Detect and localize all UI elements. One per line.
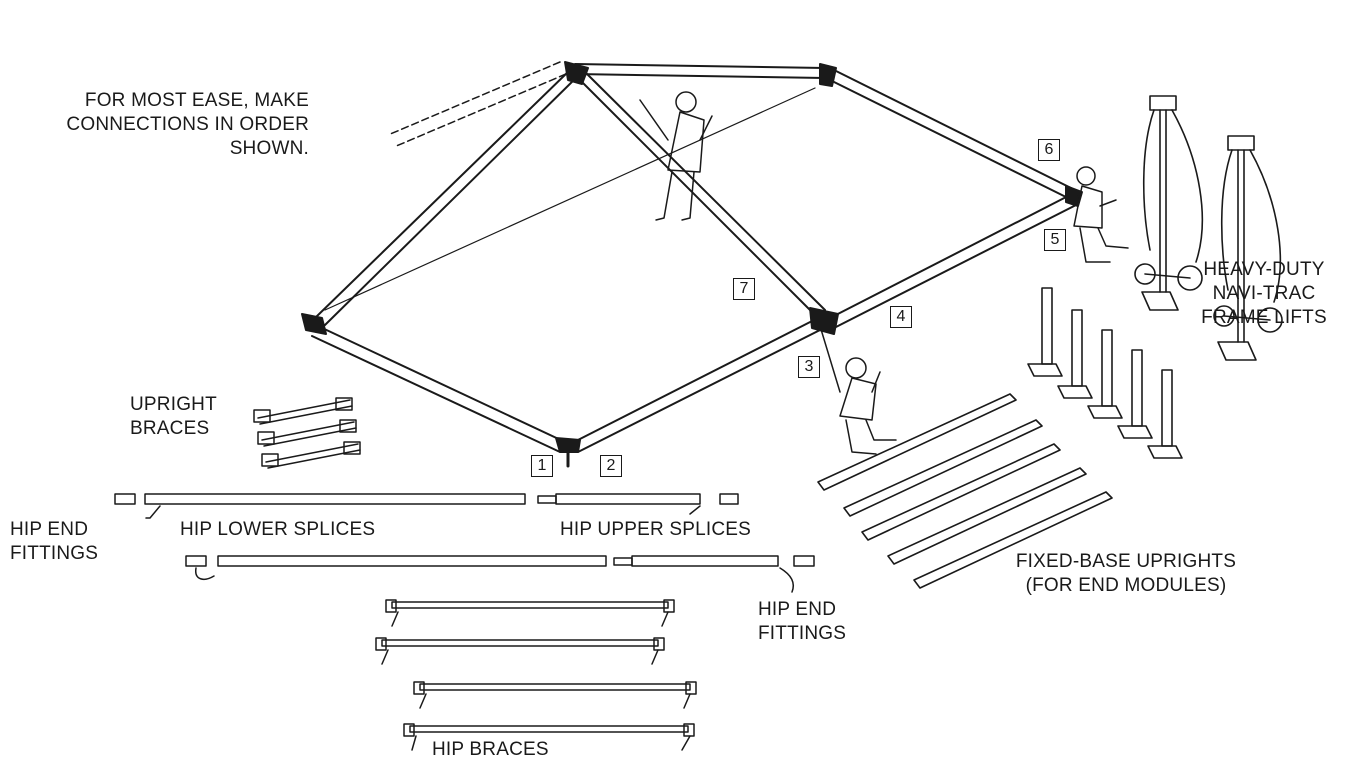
instruction-line: FOR MOST EASE, MAKE [84, 90, 309, 111]
label-frame-lifts: HEAVY-DUTY NAVI-TRAC FRAME LIFTS [1180, 258, 1348, 330]
hip-braces-parts [375, 599, 697, 751]
corner-fittings [301, 61, 1083, 468]
label-line: HIP END [758, 599, 837, 620]
frame-poles [311, 63, 1079, 453]
label-hip-end-fittings-right: HIP END FITTINGS [758, 598, 846, 646]
label-line: FRAME LIFTS [1201, 307, 1327, 328]
step-3: 3 [798, 356, 820, 378]
label-line: FITTINGS [10, 543, 99, 564]
label-line: FITTINGS [758, 623, 847, 644]
step-6: 6 [1038, 139, 1060, 161]
instruction-line: SHOWN. [229, 138, 309, 159]
label-line: HEAVY-DUTY [1203, 259, 1325, 280]
label-fixed-base-uprights: FIXED-BASE UPRIGHTS (FOR END MODULES) [984, 550, 1268, 598]
label-line: UPRIGHT [130, 394, 217, 415]
label-hip-lower-splices: HIP LOWER SPLICES [180, 519, 376, 540]
upright-tubes [817, 393, 1113, 589]
upright-posts [1027, 287, 1183, 459]
step-1: 1 [531, 455, 553, 477]
label-line: BRACES [130, 418, 210, 439]
step-5: 5 [1044, 229, 1066, 251]
instruction-text: FOR MOST EASE, MAKE CONNECTIONS IN ORDER… [66, 89, 309, 161]
frame-lifts [1134, 95, 1283, 361]
label-hip-upper-splices: HIP UPPER SPLICES [560, 519, 752, 540]
step-7: 7 [733, 278, 755, 300]
hip-splice-parts [114, 493, 815, 593]
label-upright-braces: UPRIGHT BRACES [130, 393, 217, 441]
upright-braces-parts [253, 397, 361, 469]
step-2: 2 [600, 455, 622, 477]
dashed-pole [387, 61, 567, 148]
instruction-line: CONNECTIONS IN ORDER [66, 114, 309, 135]
label-hip-braces: HIP BRACES [432, 739, 549, 760]
label-line: HIP END [10, 519, 89, 540]
label-hip-end-fittings-left: HIP END FITTINGS [10, 518, 98, 566]
guy-line [324, 87, 816, 311]
step-4: 4 [890, 306, 912, 328]
workers [639, 91, 1129, 455]
label-line: NAVI-TRAC [1212, 283, 1316, 304]
label-line: FIXED-BASE UPRIGHTS [1015, 551, 1237, 572]
label-line: (FOR END MODULES) [1025, 575, 1227, 596]
